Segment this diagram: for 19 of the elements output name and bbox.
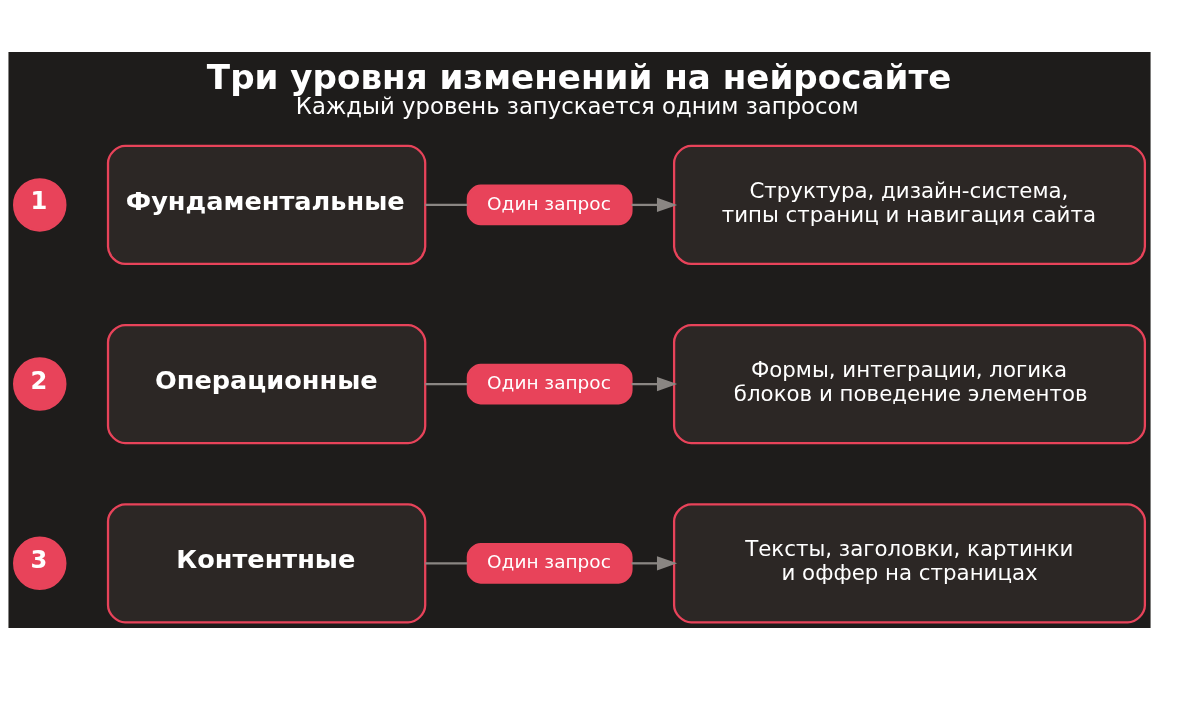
connector <box>425 203 468 206</box>
node-box: Тексты, заголовки, картинки и оффер на страницах <box>672 502 1147 623</box>
diagram-title: Три уровня изменений на нейросайте <box>206 56 952 97</box>
node-box: Один запрос <box>466 184 633 225</box>
connector <box>425 382 468 385</box>
node-box: Контентные <box>106 502 427 623</box>
arrow <box>631 376 678 391</box>
node-box: Один запрос <box>466 542 633 584</box>
node-circle: 3 <box>13 536 67 590</box>
node-box: Операционные <box>106 323 427 444</box>
arrow <box>631 197 678 212</box>
node-circle: 2 <box>13 356 67 411</box>
node-box: Фундаментальные <box>106 144 427 265</box>
arrow <box>631 555 678 570</box>
connector <box>425 561 468 564</box>
node-box: Структура, дизайн-система, типы страниц и навигация сайта <box>672 144 1147 265</box>
node-circle: 1 <box>13 177 67 232</box>
node-box: Формы, интеграции, логика блоков и поведение элементов <box>672 323 1147 444</box>
node-box: Один запрос <box>466 363 633 404</box>
